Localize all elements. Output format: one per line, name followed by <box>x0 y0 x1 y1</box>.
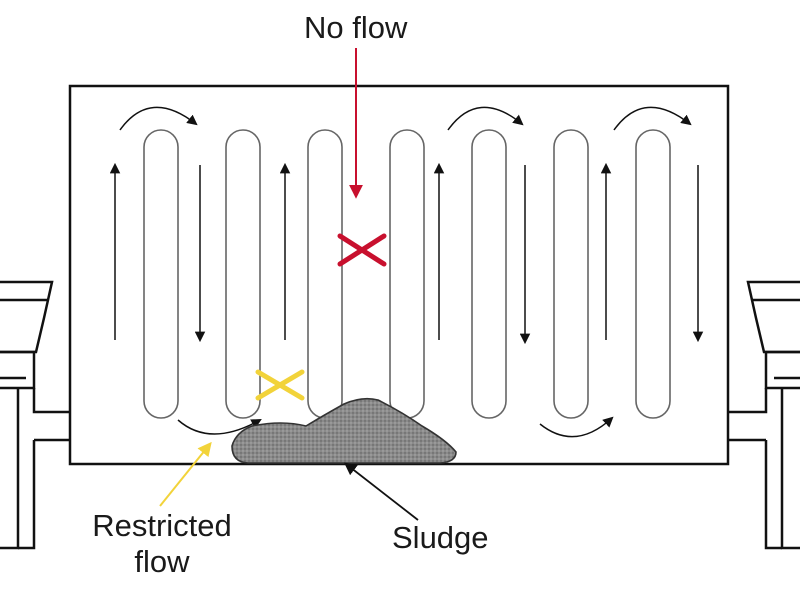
restricted-flow-label-line2: flow <box>134 544 190 579</box>
arrow-icon <box>177 418 262 435</box>
arrow-icon <box>447 106 524 131</box>
sludge-label: Sludge <box>392 520 489 555</box>
arrow-icon <box>119 106 198 131</box>
left-valve <box>0 280 54 390</box>
sludge-pointer <box>344 462 419 521</box>
radiator-columns <box>143 129 671 419</box>
vertical-flow-arrows <box>109 162 704 345</box>
column-4 <box>389 129 425 419</box>
sludge-deposit <box>231 397 457 464</box>
column-3 <box>307 129 343 419</box>
right-pipe <box>728 388 800 550</box>
x-mark-icon <box>255 369 305 401</box>
column-7 <box>635 129 671 419</box>
restricted-flow-label: Restricted flow <box>74 508 250 580</box>
column-2 <box>225 129 261 419</box>
column-1 <box>143 129 179 419</box>
left-pipe <box>0 388 72 550</box>
no-flow-label: No flow <box>304 10 408 45</box>
restricted-flow-label-line1: Restricted <box>92 508 232 543</box>
curved-flow-arrows <box>119 106 692 438</box>
column-5 <box>471 129 507 419</box>
restricted-flow-pointer <box>159 441 212 507</box>
arrow-icon <box>539 416 614 438</box>
arrow-icon <box>613 106 692 131</box>
right-valve <box>746 280 800 390</box>
column-6 <box>553 129 589 419</box>
x-mark-icon <box>337 233 387 267</box>
